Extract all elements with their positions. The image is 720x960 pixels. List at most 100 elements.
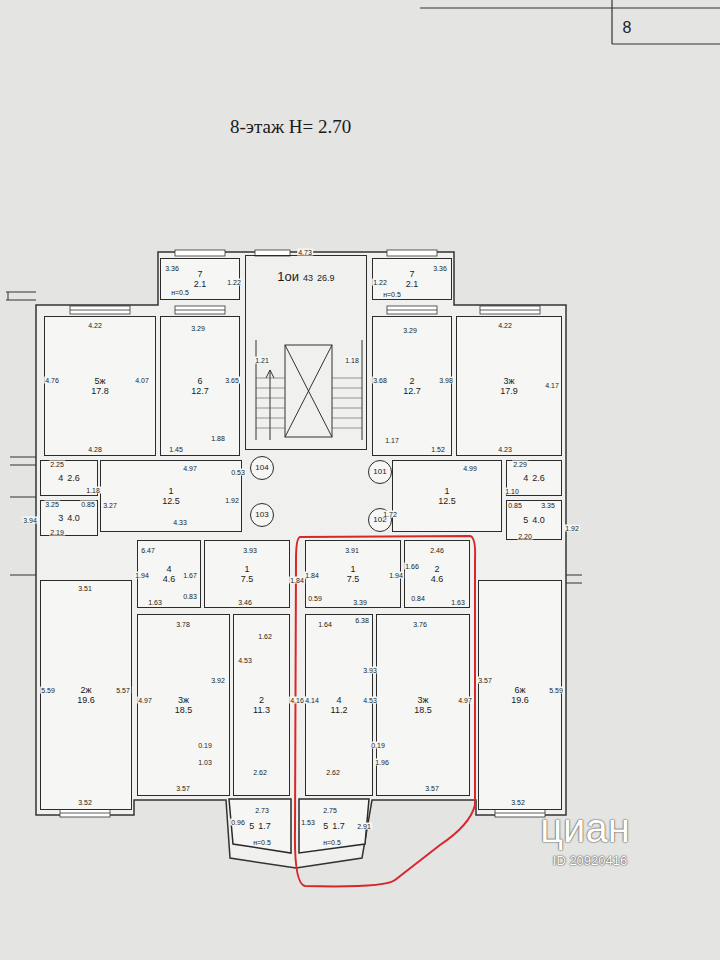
dimension-label: 1.17 bbox=[384, 437, 400, 444]
dimension-label: 3.29 bbox=[402, 327, 418, 334]
room-label-group: 3ж18.5 bbox=[175, 695, 193, 716]
room-label-group: 612.7 bbox=[191, 376, 209, 397]
room-area: 26.9 bbox=[317, 273, 335, 283]
dimension-label: 0.19 bbox=[197, 742, 213, 749]
room-box: 212.7 bbox=[372, 316, 452, 456]
room-area: 12.5 bbox=[162, 496, 180, 506]
room-number: 1 bbox=[244, 564, 249, 574]
room-box: 112.5 bbox=[100, 460, 242, 532]
room-number: 2ж bbox=[80, 685, 91, 695]
room-label-group: 51.7 bbox=[249, 821, 271, 831]
room-number: 4 bbox=[523, 473, 528, 483]
dimension-label: 6.47 bbox=[140, 547, 156, 554]
room-label-group: 42.6 bbox=[58, 473, 80, 483]
dimension-label: 3.29 bbox=[190, 325, 206, 332]
dimension-label: 4.17 bbox=[544, 382, 560, 389]
dimension-label: 1.22 bbox=[372, 279, 388, 286]
room-label-group: 24.6 bbox=[431, 564, 444, 585]
dimension-label: 3.52 bbox=[510, 799, 526, 806]
room-number: 5 bbox=[523, 515, 528, 525]
room-number: 3 bbox=[58, 513, 63, 523]
room-area: 11.2 bbox=[331, 705, 348, 715]
room-number: 6 bbox=[197, 376, 202, 386]
dimension-label: 4.33 bbox=[172, 519, 188, 526]
dimension-label: 6.38 bbox=[354, 617, 370, 624]
room-area: 18.5 bbox=[414, 705, 432, 715]
dimension-label: 1.03 bbox=[197, 759, 213, 766]
room-label-group: 2ж19.6 bbox=[77, 685, 95, 706]
room-number: 3ж bbox=[503, 376, 514, 386]
plan-title: 8-этаж H= 2.70 bbox=[230, 116, 351, 138]
room-label-group: 101 bbox=[373, 467, 386, 476]
dimension-label: 3.51 bbox=[77, 585, 93, 592]
dimension-label: 3.65 bbox=[224, 377, 240, 384]
room-number: 4 bbox=[58, 473, 63, 483]
dimension-label: 3.93 bbox=[362, 667, 378, 674]
dimension-label: 0.53 bbox=[230, 469, 246, 476]
dimension-label: 4.22 bbox=[87, 322, 103, 329]
dimension-label: 1.62 bbox=[257, 633, 273, 640]
dimension-label: 3.57 bbox=[175, 785, 191, 792]
height-note: н=0.5 bbox=[252, 839, 272, 846]
room-area: 7.5 bbox=[241, 574, 254, 584]
dimension-label: 4.97 bbox=[182, 465, 198, 472]
dimension-label: 1.67 bbox=[182, 572, 198, 579]
room-label-group: 212.7 bbox=[403, 376, 421, 397]
room-number: 1 bbox=[350, 564, 355, 574]
dimension-label: 2.29 bbox=[512, 461, 528, 468]
room-number: 104 bbox=[255, 463, 268, 472]
room-area: 1.7 bbox=[258, 821, 271, 831]
room-area: 19.6 bbox=[511, 695, 529, 705]
room-number: 2 bbox=[434, 564, 439, 574]
room-number: 4 bbox=[166, 564, 171, 574]
room-box: 3ж18.5 bbox=[137, 614, 230, 796]
dimension-label: 3.98 bbox=[438, 377, 454, 384]
dimension-label: 3.35 bbox=[540, 502, 556, 509]
floor-number: 8 bbox=[622, 20, 633, 36]
dimension-label: 4.53 bbox=[362, 697, 378, 704]
room-label-group: 54.0 bbox=[523, 515, 545, 525]
door-number-circle: 101 bbox=[368, 460, 392, 484]
room-number: 1 bbox=[168, 486, 173, 496]
room-number: 5ж bbox=[94, 376, 105, 386]
dimension-label: 3.92 bbox=[210, 677, 226, 684]
dimension-label: 0.96 bbox=[230, 819, 246, 826]
dimension-label: 4.73 bbox=[297, 249, 313, 256]
dimension-label: 0.83 bbox=[182, 593, 198, 600]
dimension-label: 4.97 bbox=[137, 697, 153, 704]
room-area: 18.5 bbox=[175, 705, 193, 715]
dimension-label: 1.52 bbox=[430, 446, 446, 453]
dimension-label: 5.57 bbox=[115, 687, 131, 694]
dimension-label: 3.52 bbox=[77, 799, 93, 806]
room-number: 101 bbox=[373, 467, 386, 476]
dimension-label: 1.64 bbox=[317, 621, 333, 628]
room-number: 3ж bbox=[178, 695, 189, 705]
room-box: 3ж18.5 bbox=[376, 614, 470, 796]
room-label-group: 3ж17.9 bbox=[500, 376, 518, 397]
room-number: 2 bbox=[259, 695, 264, 705]
room-label-group: 72.1 bbox=[406, 269, 419, 290]
dimension-label: 3.93 bbox=[242, 547, 258, 554]
room-area: 2.1 bbox=[194, 279, 207, 289]
dimension-label: 0.84 bbox=[410, 595, 426, 602]
dimension-label: 2.46 bbox=[429, 547, 445, 554]
room-label-group: 104 bbox=[255, 463, 268, 472]
dimension-label: 1.21 bbox=[254, 357, 270, 364]
dimension-label: 0.59 bbox=[307, 595, 323, 602]
dimension-label: 4.76 bbox=[44, 377, 60, 384]
room-number: 103 bbox=[255, 510, 268, 519]
room-label-group: 42.6 bbox=[523, 473, 545, 483]
room-area: 4.6 bbox=[163, 574, 176, 584]
dimension-label: 5.59 bbox=[548, 687, 564, 694]
room-label-group: 51.7 bbox=[323, 821, 345, 831]
dimension-label: 4.22 bbox=[497, 322, 513, 329]
dimension-label: 1.53 bbox=[300, 819, 316, 826]
dimension-label: 1.94 bbox=[388, 572, 404, 579]
room-label-group: 1ои4326.9 bbox=[277, 270, 334, 285]
dimension-label: 1.84 bbox=[289, 577, 305, 584]
room-label-group: 34.0 bbox=[58, 513, 80, 523]
dimension-label: 1.94 bbox=[134, 572, 150, 579]
room-label-group: 211.3 bbox=[253, 695, 270, 716]
dimension-label: 0.85 bbox=[507, 502, 523, 509]
dimension-label: 2.73 bbox=[254, 807, 270, 814]
